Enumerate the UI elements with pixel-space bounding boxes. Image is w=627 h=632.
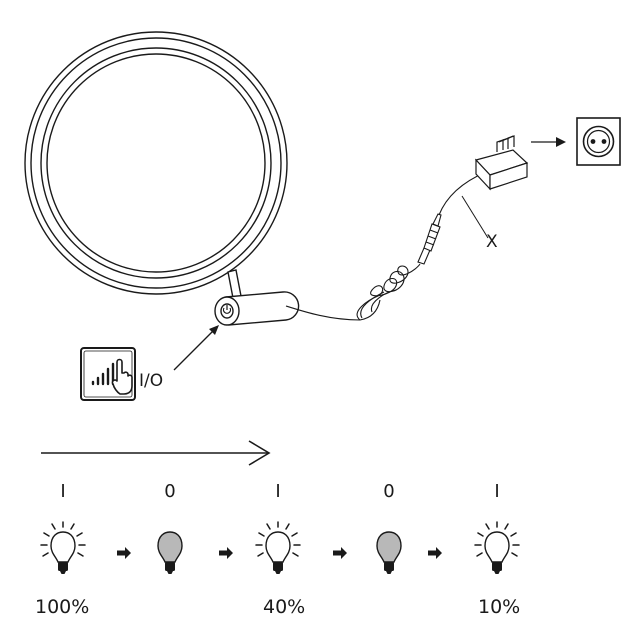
state-label: I xyxy=(494,481,500,502)
bulb-icon xyxy=(255,521,301,574)
brightness-label: 10% xyxy=(478,596,521,618)
state-label: 0 xyxy=(164,481,176,502)
state-label: I xyxy=(275,481,281,502)
switch-label: I/O xyxy=(139,371,164,391)
power-adapter xyxy=(474,135,529,191)
lamp-base xyxy=(214,291,300,326)
brightness-label: 40% xyxy=(263,596,306,618)
bulb-icon xyxy=(40,521,86,574)
arrow-to-socket xyxy=(531,137,566,147)
state-label: 0 xyxy=(383,481,395,502)
bulb-sequence xyxy=(40,521,520,574)
step-arrow-icon xyxy=(428,547,442,559)
step-arrow-icon xyxy=(333,547,347,559)
power-cable xyxy=(285,263,421,321)
arrow-to-switch xyxy=(173,325,219,371)
adapter-cable xyxy=(438,171,487,216)
bulb-icon xyxy=(157,531,183,574)
lamp-stem xyxy=(227,269,242,299)
brightness-label: 100% xyxy=(35,596,90,618)
adapter-label: X xyxy=(486,232,498,252)
power-symbol-icon xyxy=(222,305,232,314)
sequence-arrow xyxy=(41,440,271,466)
barrel-connector xyxy=(417,213,442,265)
touch-hand-icon xyxy=(80,347,136,401)
adapter-leader xyxy=(461,195,489,239)
bulb-icon xyxy=(474,521,520,574)
step-arrow-icon xyxy=(117,547,131,559)
ring-lamp xyxy=(24,31,288,295)
bulb-icon xyxy=(376,531,402,574)
step-arrow-icon xyxy=(219,547,233,559)
state-label: I xyxy=(60,481,66,502)
wall-socket-icon xyxy=(576,117,621,166)
